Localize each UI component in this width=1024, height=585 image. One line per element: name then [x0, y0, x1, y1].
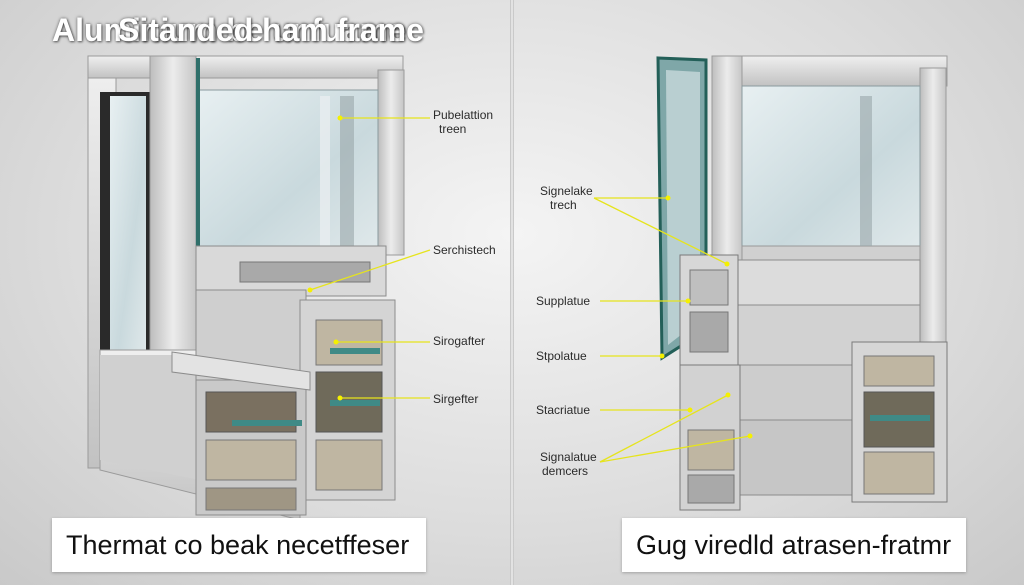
left-window-frame — [87, 55, 405, 521]
right-label-bottom: Signalatue demcers — [540, 450, 597, 478]
right-label-mid1: Supplatue — [536, 294, 591, 308]
left-label-mid3: Sirgefter — [433, 392, 479, 406]
left-label-mid2: Sirogafter — [433, 334, 486, 348]
left-label-top: Pubelattion treen — [433, 108, 493, 136]
right-label-top: Signelake trech — [540, 184, 593, 212]
right-label-bottom-line1: Signalatue — [540, 450, 597, 464]
left-caption: Thermat co beak necetffeser — [52, 518, 426, 572]
left-label-top-line2: treen — [439, 122, 467, 136]
right-label-mid3: Stacriatue — [536, 403, 591, 417]
right-title: Sitanded ham frame — [118, 12, 424, 48]
left-leader-dots — [307, 115, 343, 401]
right-label-mid2: Stpolatue — [536, 349, 587, 363]
panel-divider — [510, 0, 514, 585]
right-caption: Gug viredld atrasen-fratmr — [622, 518, 966, 572]
right-label-top-line2: trech — [550, 198, 577, 212]
right-label-top-line1: Signelake — [540, 184, 593, 198]
right-window-frame — [656, 55, 948, 511]
left-label-top-line1: Pubelattion — [433, 108, 494, 122]
left-leader-lines — [309, 117, 431, 399]
left-title: Aluminium be unfuame — [52, 12, 406, 48]
right-leader-lines — [593, 197, 751, 463]
left-label-mid1: Serchistech — [433, 243, 496, 257]
right-leader-dots — [659, 195, 753, 439]
right-label-bottom-line2: demcers — [542, 464, 589, 478]
